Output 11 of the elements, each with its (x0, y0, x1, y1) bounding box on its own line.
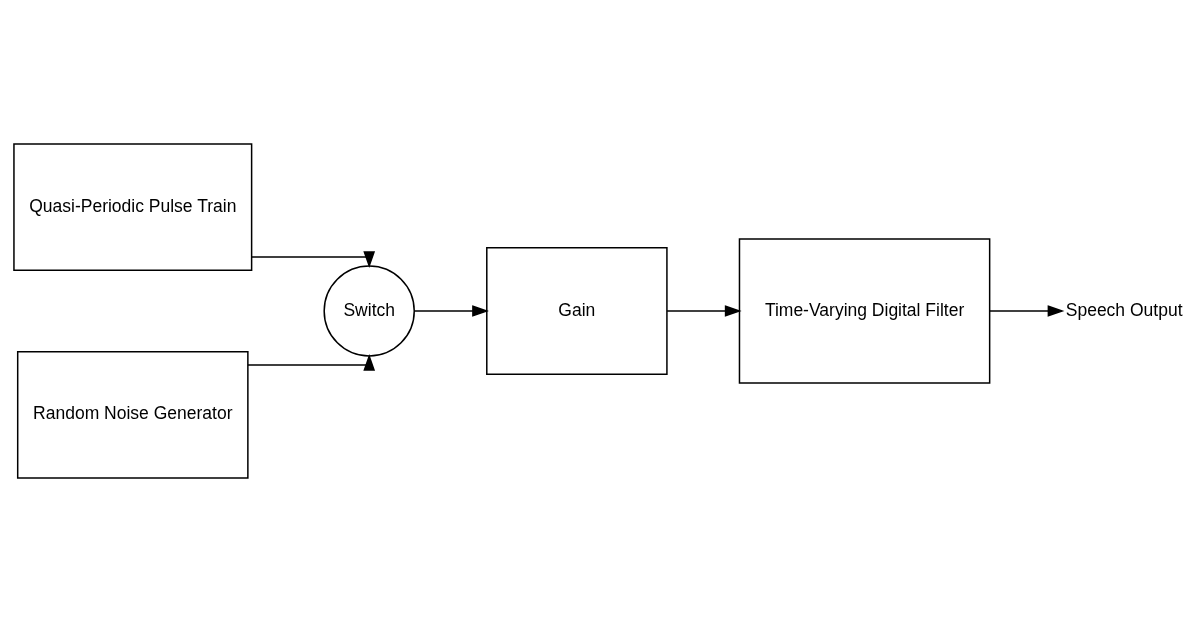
node-box: Gain (486, 247, 668, 375)
node-box: Quasi-Periodic Pulse Train (13, 143, 253, 272)
arrow (413, 305, 489, 317)
arrow (989, 305, 1065, 317)
arrow (250, 251, 376, 269)
arrow (666, 305, 742, 317)
node-circle: Switch (323, 265, 415, 357)
node-text: Speech Output (1065, 299, 1183, 320)
node-box: Time-Varying Digital Filter (738, 238, 991, 384)
arrow (247, 353, 376, 371)
node-box: Random Noise Generator (16, 350, 249, 479)
